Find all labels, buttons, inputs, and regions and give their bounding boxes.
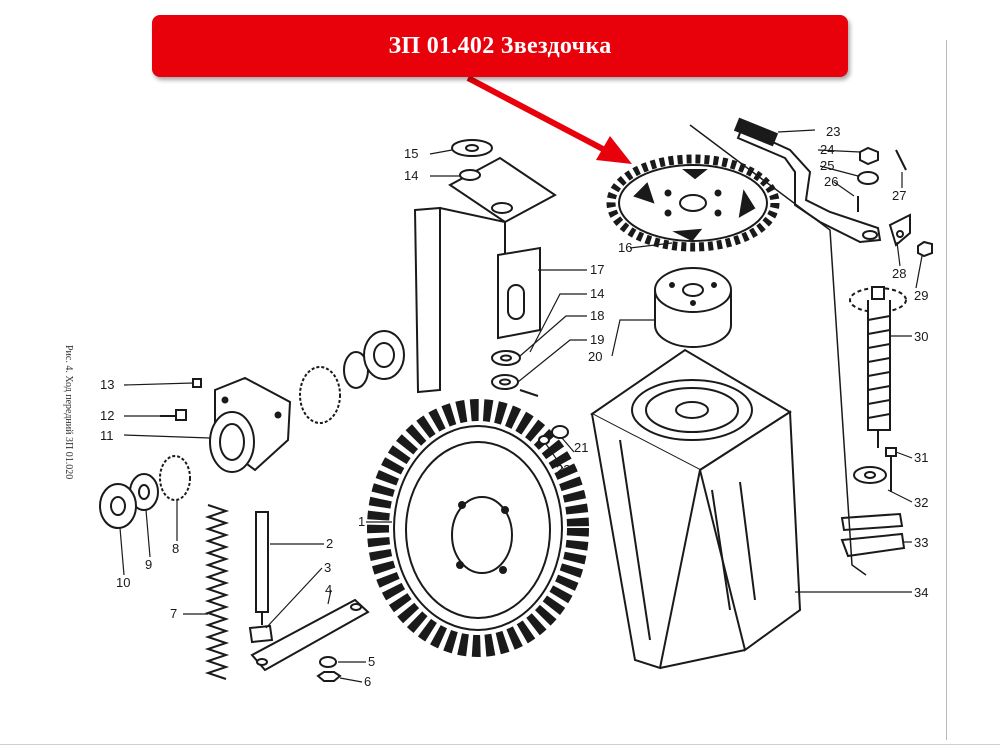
part-16-sprocket [606,154,780,252]
part-17-bracket [413,156,557,394]
callout-23: 23 [826,124,840,139]
part-22-washer [538,435,550,445]
part-30-screw-shaft [849,286,907,448]
part-32-washer [853,466,887,484]
part-13-screw [192,378,202,388]
callout-24: 24 [820,142,834,157]
callout-25: 25 [820,158,834,173]
callout-15: 15 [404,146,418,161]
part-28-bracket [888,213,911,247]
part-33-plate [840,512,906,558]
callout-28: 28 [892,266,906,281]
callout-10: 10 [116,575,130,590]
callout-5: 5 [368,654,375,669]
callout-34: 34 [914,585,928,600]
callout-labels: 15 14 16 17 14 18 19 20 23 24 25 26 27 2… [100,124,928,689]
page-title: ЗП 01.402 Звездочка [388,32,612,59]
part-25-washer [857,171,879,185]
callout-12: 12 [100,408,114,423]
callout-17: 17 [590,262,604,277]
callout-8: 8 [172,541,179,556]
part-27-cotter [895,149,907,171]
callout-9: 9 [145,557,152,572]
callout-2: 2 [326,536,333,551]
part-7-spring [204,504,230,680]
part-21-nut [551,425,569,439]
callout-3: 3 [324,560,331,575]
callout-22: 22 [556,462,570,477]
part-34-housing [590,348,802,670]
callout-1: 1 [358,514,365,529]
part-11-flange-housing [209,376,292,473]
callout-18: 18 [590,308,604,323]
part-15-washer [451,139,493,157]
part-4-plate [250,598,370,672]
callout-27: 27 [892,188,906,203]
page-border-bottom [0,744,1000,745]
callout-26: 26 [824,174,838,189]
callout-29: 29 [914,288,928,303]
figure-caption-group: Рис. 4. Ход передний ЗП 01.020 [63,345,74,479]
leader-lines [119,129,923,683]
part-19-nut [491,374,539,397]
figure-caption: Рис. 4. Ход передний ЗП 01.020 [63,345,74,479]
part-bearing-right [299,330,405,424]
part-14-washer-top [459,169,481,181]
callout-16: 16 [618,240,632,255]
callout-14-top: 14 [404,168,418,183]
callout-13: 13 [100,377,114,392]
part-6-nut [316,671,342,682]
part-3-plate [248,624,274,644]
callout-11: 11 [100,428,114,443]
part-12-bolt [160,409,187,421]
part-2-pin [255,511,269,625]
callout-21: 21 [574,440,588,455]
title-banner: ЗП 01.402 Звездочка [152,15,848,77]
part-5-washer [319,656,337,668]
callout-7: 7 [170,606,177,621]
callout-31: 31 [914,450,928,465]
callout-4: 4 [325,582,332,597]
linkage-line [689,124,867,576]
part-23-lever [733,117,882,244]
part-10-washer [99,483,137,529]
callout-19: 19 [590,332,604,347]
callout-20: 20 [588,349,602,364]
callout-14-mid: 14 [590,286,604,301]
highlight-arrow-head [596,136,632,164]
callout-33: 33 [914,535,928,550]
callout-30: 30 [914,329,928,344]
highlight-arrow [466,75,622,161]
callout-6: 6 [364,674,371,689]
part-18-washer [491,350,521,366]
part-31-bolt [885,447,897,492]
callout-32: 32 [914,495,928,510]
part-1-wheel [367,399,589,657]
part-29-nut [917,240,933,258]
part-24-nut [859,146,879,166]
part-8-bearing [159,455,191,501]
part-20-hub [654,267,732,348]
page-border-right [946,40,947,740]
